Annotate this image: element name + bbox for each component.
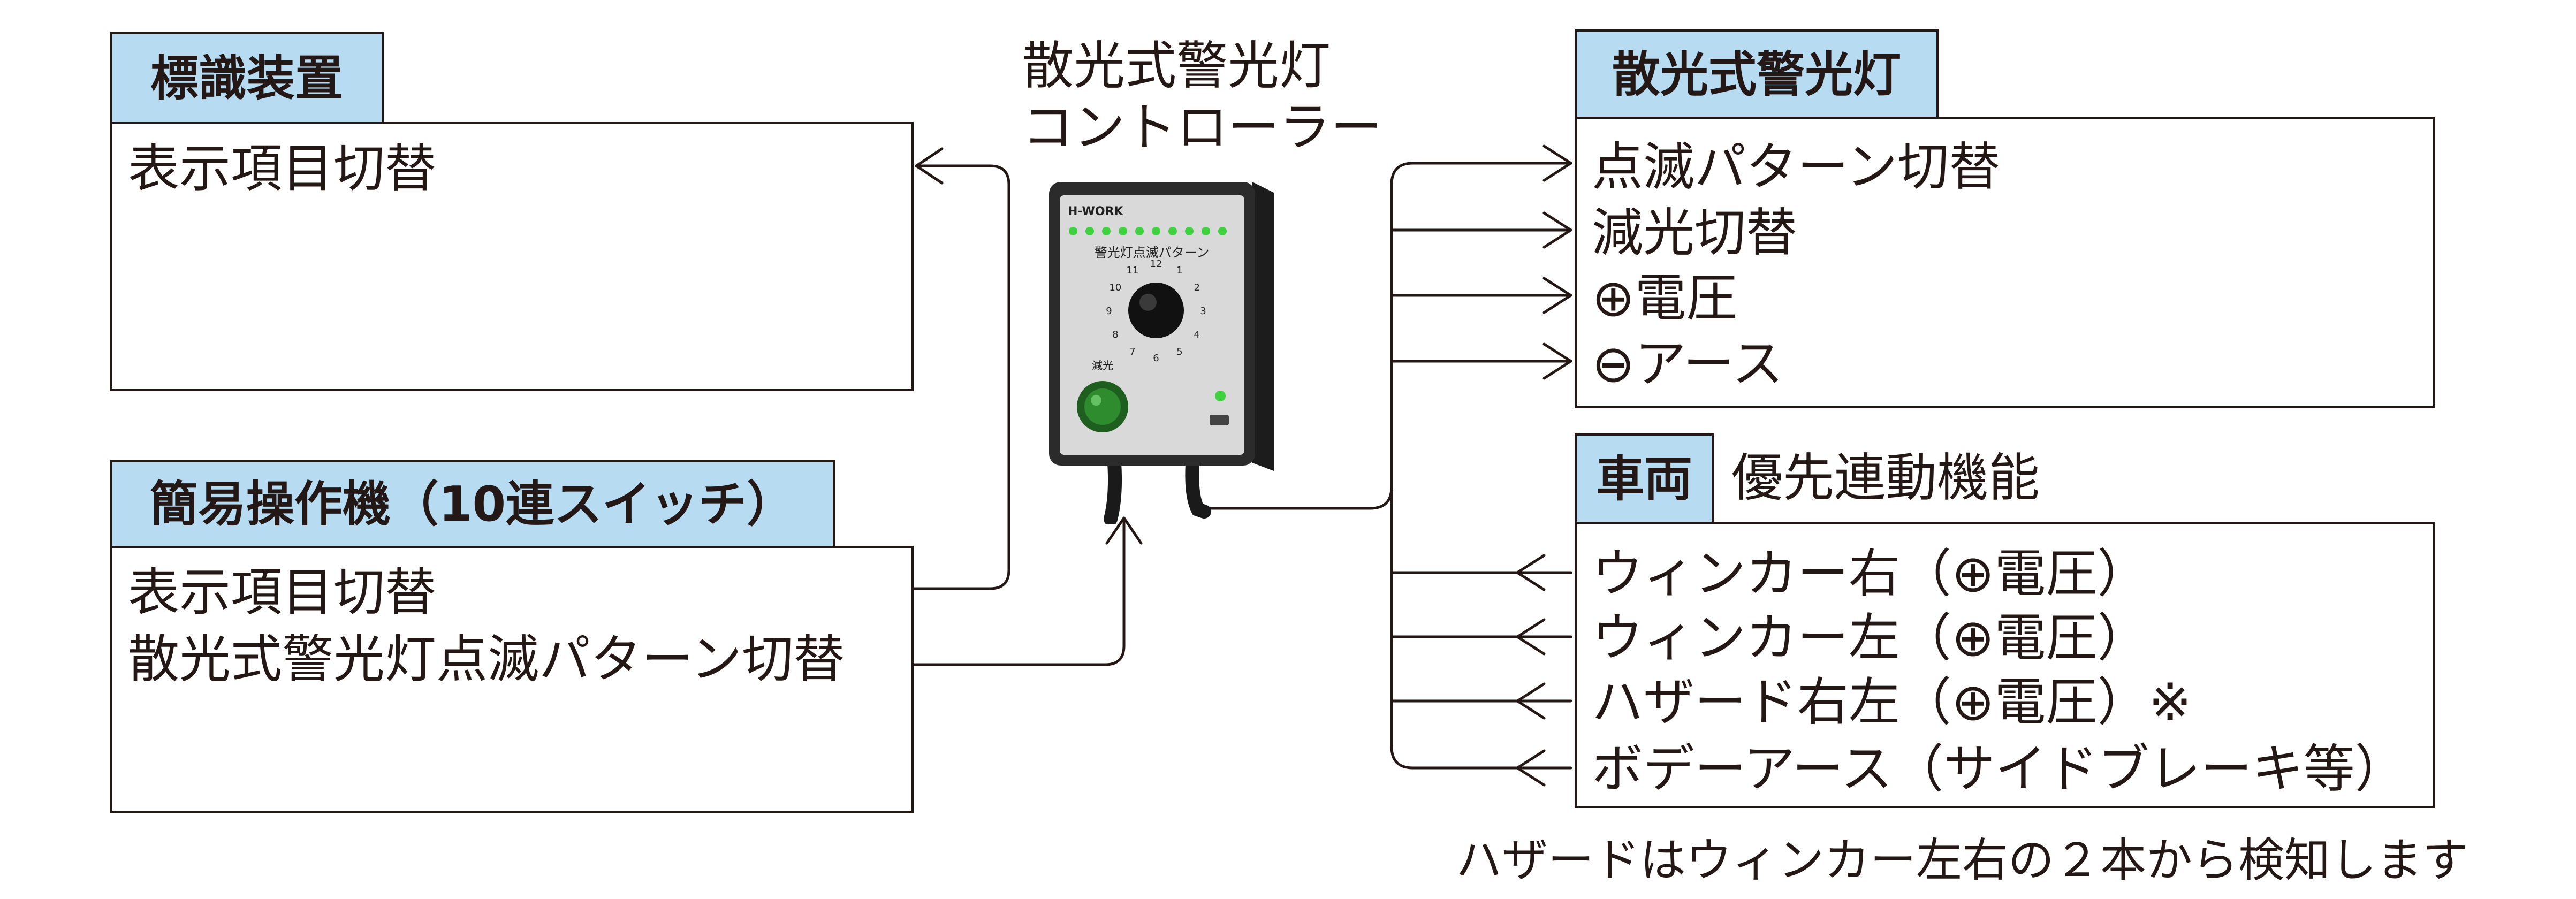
simple-switch-line-2: 散光式警光灯点滅パターン切替 — [128, 629, 845, 689]
dial-number: 3 — [1200, 306, 1206, 317]
sign-device-line-1: 表示項目切替 — [128, 139, 436, 199]
arrow-from-body-earth — [1516, 749, 1546, 787]
arrow-from-winker-left — [1516, 618, 1546, 656]
warning-light-line-4: ⊖アース — [1592, 334, 1783, 394]
warning-light-line-1: 点滅パターン切替 — [1592, 137, 2001, 197]
dial-number: 4 — [1194, 329, 1199, 340]
device-brand: H-WORK — [1068, 205, 1123, 218]
vehicle-title: 車両 — [1575, 433, 1714, 523]
wire-switch-to-sign — [912, 164, 1010, 590]
small-switch — [1210, 415, 1229, 425]
pattern-led — [1185, 227, 1194, 235]
pattern-led — [1218, 227, 1227, 235]
pattern-led — [1102, 227, 1111, 235]
controller-title-line1: 散光式警光灯 — [1022, 36, 1331, 96]
vehicle-line-4: ボデーアース（サイドブレーキ等） — [1592, 739, 2406, 799]
pattern-led — [1152, 227, 1160, 235]
dial-number: 11 — [1127, 265, 1139, 276]
device-panel-label: 警光灯点滅パターン — [1095, 245, 1210, 260]
dial-number: 5 — [1176, 346, 1182, 357]
arrow-to-plus-voltage — [1542, 277, 1572, 314]
dial-number: 6 — [1153, 353, 1159, 364]
dial-number: 10 — [1109, 282, 1121, 293]
warning-light-title: 散光式警光灯 — [1575, 29, 1939, 118]
arrow-into-sign-device — [915, 147, 944, 185]
footnote: ハザードはウィンカー左右の２本から検知します — [1456, 834, 2468, 887]
wire-bus-lower — [1390, 491, 1572, 770]
vehicle-line-3: ハザード右左（⊕電圧）※ — [1592, 672, 2192, 732]
dial-number: 8 — [1112, 329, 1118, 340]
pattern-led — [1202, 227, 1210, 235]
device-dim-label: 減光 — [1092, 359, 1113, 372]
arrow-to-minus-earth — [1542, 342, 1572, 380]
vehicle-subtitle: 優先連動機能 — [1731, 448, 2040, 508]
dial-number: 9 — [1106, 306, 1112, 317]
simple-switch-box: 表示項目切替 散光式警光灯点滅パターン切替 — [110, 546, 914, 813]
pattern-led — [1069, 227, 1077, 235]
led-row — [1069, 227, 1227, 235]
dial-number: 1 — [1176, 265, 1182, 276]
simple-switch-title: 簡易操作機（10連スイッチ） — [110, 460, 835, 547]
device-body-side — [1252, 182, 1274, 471]
warning-light-line-2: 減光切替 — [1592, 203, 1797, 263]
arrow-from-hazard — [1516, 682, 1546, 720]
dial-number: 2 — [1194, 282, 1199, 293]
wire-switch-to-controller — [912, 516, 1126, 666]
pattern-led — [1119, 227, 1127, 235]
sign-device-box: 表示項目切替 — [110, 122, 914, 391]
dial-number: 12 — [1150, 258, 1162, 270]
simple-switch-line-1: 表示項目切替 — [128, 562, 436, 622]
wire-controller-to-bus — [1191, 162, 1572, 510]
controller-title-line2: コントローラー — [1022, 97, 1382, 157]
dial-knob — [1128, 283, 1184, 338]
pattern-led — [1168, 227, 1177, 235]
arrow-to-dimming — [1542, 211, 1572, 249]
vehicle-line-2: ウィンカー左（⊕電圧） — [1592, 608, 2149, 668]
warning-light-line-3: ⊕電圧 — [1592, 268, 1738, 328]
warning-light-box: 点滅パターン切替 減光切替 ⊕電圧 ⊖アース — [1575, 117, 2435, 408]
vehicle-box: ウィンカー右（⊕電圧） ウィンカー左（⊕電圧） ハザード右左（⊕電圧）※ ボデー… — [1575, 522, 2435, 808]
arrow-into-controller — [1105, 516, 1143, 545]
pattern-led — [1085, 227, 1094, 235]
vehicle-line-1: ウィンカー右（⊕電圧） — [1592, 544, 2149, 604]
status-led — [1215, 391, 1226, 401]
dial-number: 7 — [1129, 346, 1135, 357]
arrow-from-winker-right — [1516, 554, 1546, 591]
pattern-led — [1135, 227, 1144, 235]
arrow-to-pattern — [1542, 144, 1572, 182]
sign-device-title: 標識装置 — [110, 32, 384, 123]
